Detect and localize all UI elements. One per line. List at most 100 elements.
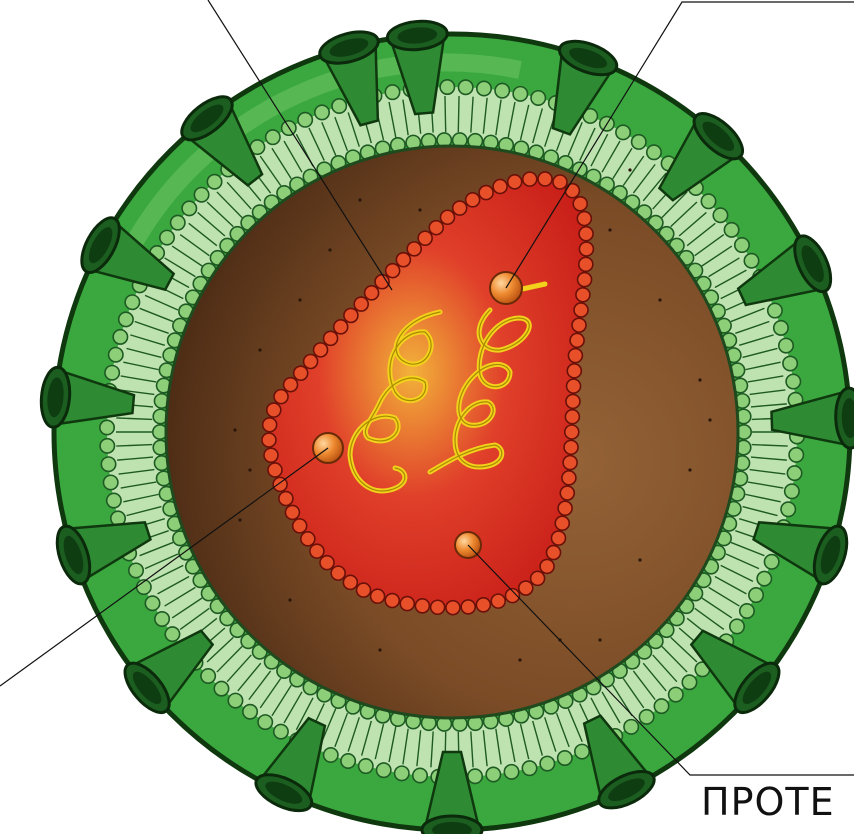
lipid-head bbox=[783, 356, 797, 370]
lipid-head bbox=[789, 448, 803, 462]
lipid-head bbox=[376, 763, 390, 777]
lipid-head bbox=[522, 761, 536, 775]
lipid-head bbox=[101, 457, 115, 471]
lipid-tail bbox=[458, 96, 459, 132]
capsid-bead bbox=[563, 456, 577, 470]
capsid-bead bbox=[560, 486, 574, 500]
lipid-head bbox=[107, 493, 121, 507]
lipid-head bbox=[764, 555, 778, 569]
lipid-head bbox=[730, 619, 744, 633]
speckle bbox=[708, 418, 711, 421]
capsid-bead bbox=[354, 297, 368, 311]
lipid-head bbox=[243, 705, 257, 719]
lipid-head bbox=[701, 194, 715, 208]
lipid-head bbox=[774, 321, 788, 335]
capsid-bead bbox=[578, 273, 592, 287]
lipid-head bbox=[458, 80, 472, 94]
lipid-head bbox=[468, 769, 482, 783]
capsid-bead bbox=[407, 242, 421, 256]
capsid-bead bbox=[431, 600, 445, 614]
lipid-head bbox=[201, 669, 215, 683]
lipid-head bbox=[109, 347, 123, 361]
lipid-head bbox=[207, 175, 221, 189]
lipid-head bbox=[744, 254, 758, 268]
lipid-head bbox=[654, 699, 668, 713]
lipid-head bbox=[724, 223, 738, 237]
lipid-head bbox=[531, 91, 545, 105]
lipid-head bbox=[486, 767, 500, 781]
label-protease: ПРОТЕ bbox=[701, 780, 835, 824]
capsid-bead bbox=[365, 286, 379, 300]
lipid-head bbox=[119, 312, 133, 326]
speckle bbox=[518, 658, 521, 661]
capsid-bead bbox=[564, 440, 578, 454]
lipid-head bbox=[504, 765, 518, 779]
capsid-bead bbox=[446, 601, 460, 615]
lipid-head bbox=[332, 99, 346, 113]
speckle bbox=[238, 518, 241, 521]
lipid-head bbox=[786, 374, 800, 388]
capsid-bead bbox=[293, 519, 307, 533]
capsid-bead bbox=[565, 184, 579, 198]
lipid-head bbox=[757, 571, 771, 585]
lipid-head bbox=[100, 439, 114, 453]
capsid-bead bbox=[476, 598, 490, 612]
lipid-head bbox=[639, 710, 653, 724]
lipid-head bbox=[274, 724, 288, 738]
lipid-head bbox=[160, 230, 174, 244]
speckle bbox=[328, 248, 331, 251]
capsid-bead bbox=[418, 231, 432, 245]
speckle bbox=[658, 298, 661, 301]
lipid-head bbox=[113, 330, 127, 344]
speckle bbox=[608, 228, 611, 231]
capsid-bead bbox=[493, 179, 507, 193]
capsid-bead bbox=[519, 581, 533, 595]
capsid-bead bbox=[343, 575, 357, 589]
capsid-bead bbox=[466, 193, 480, 207]
capsid-bead bbox=[279, 492, 293, 506]
speckle bbox=[418, 208, 421, 211]
capsid-bead bbox=[570, 333, 584, 347]
capsid-bead bbox=[491, 594, 505, 608]
lipid-head bbox=[495, 83, 509, 97]
capsid-bead bbox=[479, 186, 493, 200]
capsid-bead bbox=[267, 403, 281, 417]
capsid-bead bbox=[301, 532, 315, 546]
lipid-head bbox=[779, 338, 793, 352]
lipid-head bbox=[749, 588, 763, 602]
lipid-head bbox=[171, 215, 185, 229]
lipid-head bbox=[105, 365, 119, 379]
capsid-bead bbox=[565, 410, 579, 424]
capsid-bead bbox=[262, 433, 276, 447]
lipid-head bbox=[787, 466, 801, 480]
lipid-head bbox=[440, 80, 454, 94]
lipid-head bbox=[647, 145, 661, 159]
lipid-head bbox=[104, 475, 118, 489]
lipid-head bbox=[385, 85, 399, 99]
capsid-bead bbox=[553, 175, 567, 189]
lipid-head bbox=[669, 687, 683, 701]
capsid-bead bbox=[461, 600, 475, 614]
capsid-bead bbox=[264, 448, 278, 462]
lipid-head bbox=[125, 295, 139, 309]
capsid-bead bbox=[508, 175, 522, 189]
capsid-bead bbox=[577, 212, 591, 226]
speckle bbox=[298, 298, 301, 301]
lipid-head bbox=[258, 715, 272, 729]
capsid-bead bbox=[344, 308, 358, 322]
capsid-bead bbox=[284, 378, 298, 392]
speckle bbox=[248, 468, 251, 471]
capsid-bead bbox=[400, 597, 414, 611]
capsid-bead bbox=[357, 583, 371, 597]
lipid-tail bbox=[445, 96, 446, 132]
capsid-bead bbox=[385, 594, 399, 608]
capsid-bead bbox=[567, 364, 581, 378]
lipid-head bbox=[616, 125, 630, 139]
lipid-head bbox=[575, 744, 589, 758]
capsid-bead bbox=[566, 394, 580, 408]
lipid-head bbox=[682, 675, 696, 689]
capsid-bead bbox=[523, 172, 537, 186]
capsid-bead bbox=[579, 227, 593, 241]
capsid-bead bbox=[396, 253, 410, 267]
